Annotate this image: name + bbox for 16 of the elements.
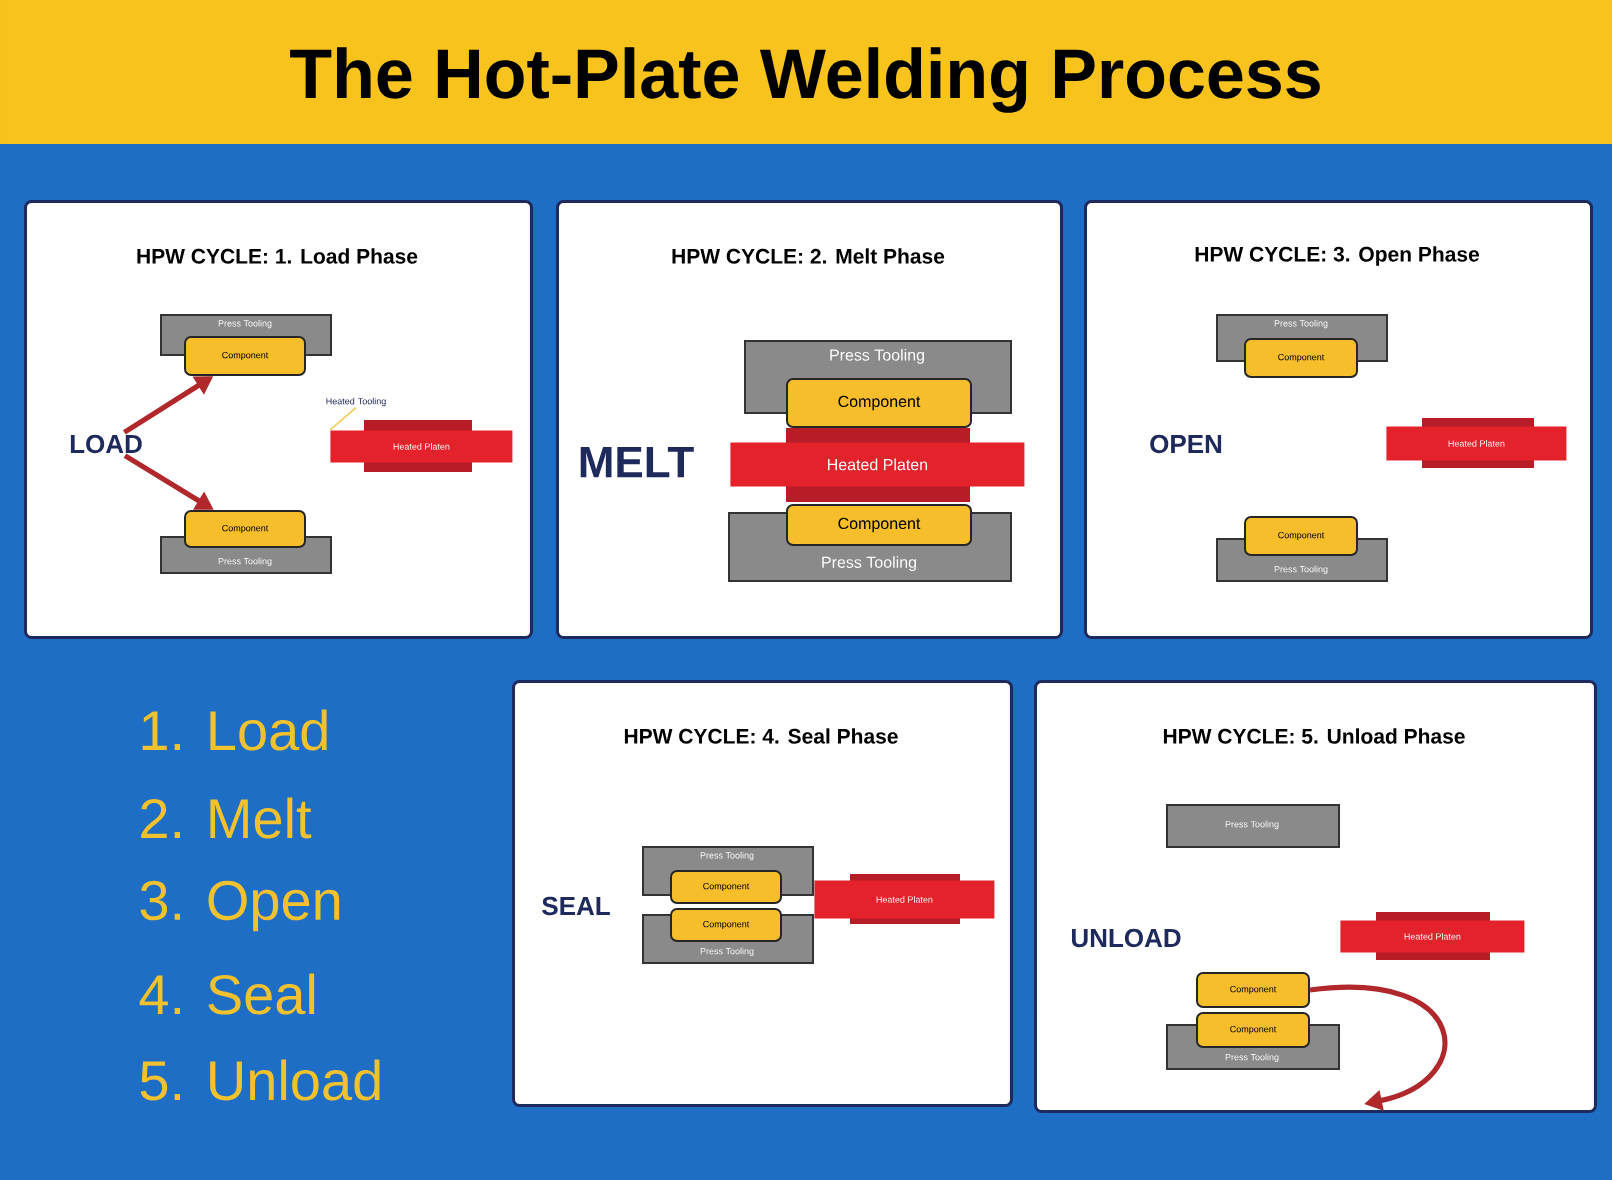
phase-word: MELT <box>580 446 694 478</box>
component: Component <box>786 504 972 546</box>
step-list-item: 3. Open <box>140 880 340 932</box>
leader-line <box>329 406 357 431</box>
phase-word: LOAD <box>70 434 142 454</box>
arrow <box>1309 984 1448 1111</box>
step-list-item: 4. Seal <box>139 973 315 1015</box>
component: Component <box>786 378 972 428</box>
step-list-item: 2. Melt <box>141 797 312 839</box>
heated-platen: Heated Platen <box>730 428 1025 502</box>
step-list-item: 5. Unload <box>140 1059 380 1101</box>
phase-word: UNLOAD <box>1071 928 1181 948</box>
step-list-item: 1. Load <box>142 709 327 751</box>
title: The Hot-Plate Welding Process <box>290 47 1320 113</box>
phase-word: OPEN <box>1150 434 1222 454</box>
phase-word: SEAL <box>542 896 610 916</box>
